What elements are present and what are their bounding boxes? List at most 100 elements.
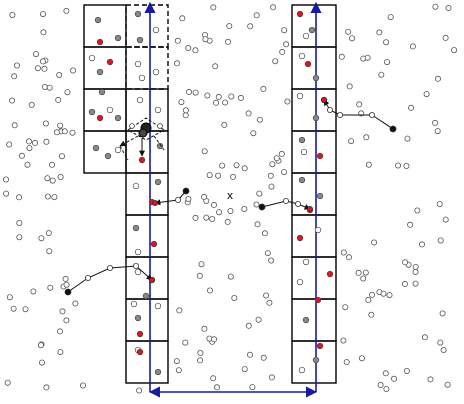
bg-particle xyxy=(215,172,222,179)
bg-particle xyxy=(62,275,69,282)
bg-particle xyxy=(18,152,25,159)
trajectory-point xyxy=(336,112,343,119)
bg-particle xyxy=(216,209,223,216)
agent-diamond xyxy=(127,117,165,141)
bg-particle xyxy=(451,47,458,54)
trajectory-point xyxy=(326,107,333,114)
bg-particle xyxy=(10,305,17,312)
bg-particle xyxy=(249,384,256,391)
cell-particle xyxy=(312,114,320,122)
bg-particle xyxy=(281,27,288,34)
bg-particle xyxy=(390,375,397,382)
bg-particle xyxy=(49,177,56,184)
bg-particle xyxy=(136,387,143,394)
bg-particle xyxy=(196,272,203,279)
bg-particle xyxy=(227,273,234,280)
bg-particle xyxy=(434,75,441,82)
cell-particle xyxy=(154,368,162,376)
bg-particle xyxy=(30,288,37,295)
left-cell xyxy=(125,46,169,90)
bg-particle xyxy=(32,139,39,146)
cell-particle xyxy=(152,26,160,34)
cell-particle xyxy=(130,300,138,308)
trajectory-path xyxy=(261,200,311,210)
trajectory-point xyxy=(320,97,327,104)
bg-particle xyxy=(192,47,199,54)
bg-particle xyxy=(24,161,31,168)
bg-particle xyxy=(3,176,9,183)
bg-particle xyxy=(284,98,291,105)
bg-particle xyxy=(45,229,52,236)
bg-particle xyxy=(266,299,273,306)
bg-particle xyxy=(256,190,263,197)
cell-particle xyxy=(312,74,320,82)
bg-particle xyxy=(432,3,439,10)
bg-particle xyxy=(178,99,185,106)
cell-particle xyxy=(96,38,104,46)
bg-particle xyxy=(41,65,48,72)
bg-particle xyxy=(38,235,45,242)
bg-particle xyxy=(261,230,268,237)
agent-arrow xyxy=(153,135,165,151)
bg-particle xyxy=(47,284,54,291)
bg-particle xyxy=(412,268,419,275)
bg-particle xyxy=(179,15,186,22)
left-cell xyxy=(83,4,127,48)
bg-particle xyxy=(267,172,274,179)
cell-particle xyxy=(300,148,308,156)
cell-particle xyxy=(132,182,140,190)
cell-particle xyxy=(136,348,144,356)
cell-particle xyxy=(308,26,316,34)
bg-particle xyxy=(13,62,20,69)
bg-particle xyxy=(40,29,47,36)
bg-particle xyxy=(283,41,290,48)
bg-particle xyxy=(345,28,352,35)
cell-particle xyxy=(88,108,96,116)
bg-particle xyxy=(201,193,208,200)
bg-particle xyxy=(445,5,452,11)
bg-particle xyxy=(246,351,253,358)
bg-particle xyxy=(281,169,288,176)
bg-particle xyxy=(340,249,347,256)
bg-particle xyxy=(442,216,449,223)
right-cell xyxy=(291,130,337,174)
bg-particle xyxy=(338,53,345,60)
bg-particle xyxy=(39,359,46,366)
bg-particle xyxy=(363,134,370,141)
bg-particle xyxy=(22,306,29,313)
bg-particle xyxy=(260,85,267,92)
bg-particle xyxy=(427,376,434,383)
cell-particle xyxy=(298,366,306,374)
bg-particle xyxy=(256,116,263,123)
bg-particle xyxy=(437,237,444,244)
bg-particle xyxy=(260,354,267,361)
bg-particle xyxy=(369,291,376,298)
trajectory-point xyxy=(107,264,114,271)
bg-particle xyxy=(268,183,275,190)
left-cell xyxy=(83,46,127,90)
cell-particle xyxy=(134,268,142,276)
bg-particle xyxy=(34,65,41,72)
bg-particle xyxy=(401,280,408,287)
right-cell-column xyxy=(291,4,337,384)
bg-particle xyxy=(245,322,252,329)
trajectory-point xyxy=(148,276,155,283)
bg-particle xyxy=(185,45,192,52)
bg-particle xyxy=(53,129,60,136)
bg-particle xyxy=(412,280,419,287)
bg-particle xyxy=(201,325,208,332)
bg-particle xyxy=(418,241,425,248)
bg-particle xyxy=(210,201,217,208)
bg-particle xyxy=(273,155,280,162)
bg-particle xyxy=(11,122,18,129)
bg-particle xyxy=(241,205,248,212)
bg-particle xyxy=(61,128,68,135)
bg-particle xyxy=(39,58,46,65)
background-particles xyxy=(3,3,458,394)
bg-particle xyxy=(173,60,180,67)
bg-particle xyxy=(174,37,181,44)
cell-particle xyxy=(316,192,324,200)
bg-particle xyxy=(197,357,204,364)
bg-particle xyxy=(49,161,56,168)
